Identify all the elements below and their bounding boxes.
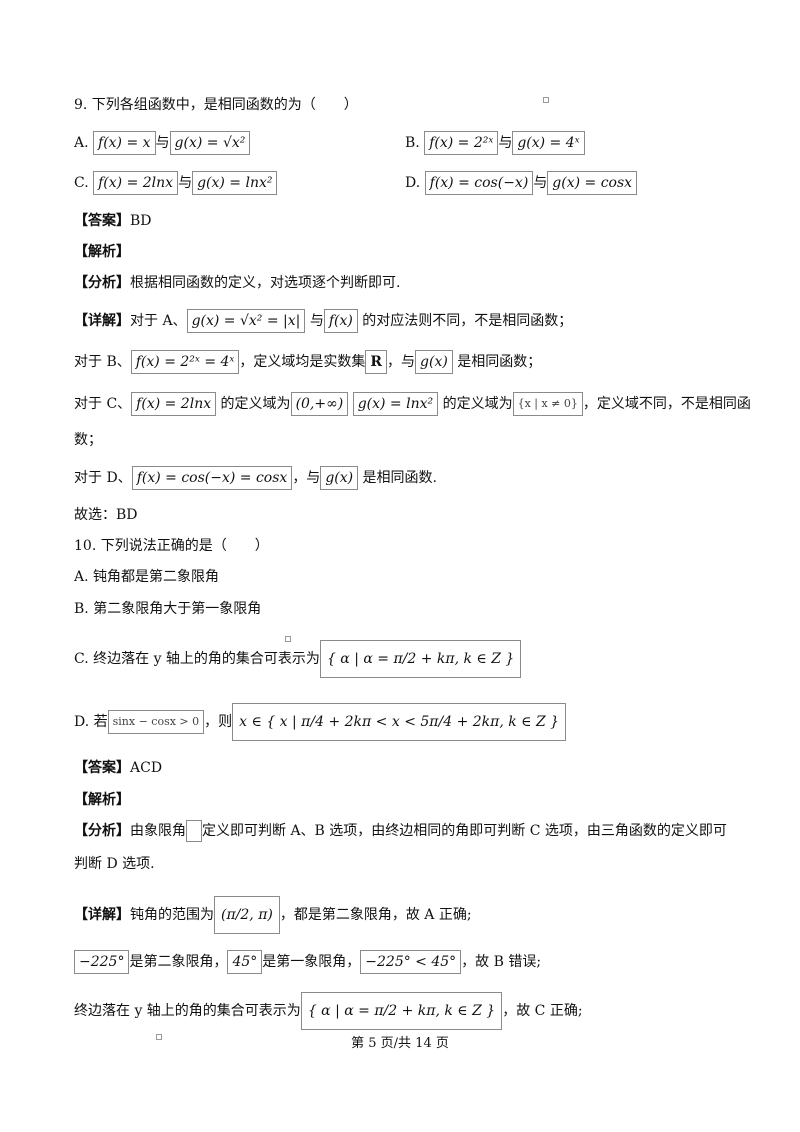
math-formula: f(x) = 2²ˣ: [424, 131, 499, 155]
math-formula: f(x) = cos(−x): [424, 171, 534, 195]
q10-answer: 【答案】ACD: [74, 760, 163, 776]
q10-fenxi: 【分析】由象限角定义即可判断 A、B 选项，由终边相同的角即可判断 C 选项，由…: [74, 820, 727, 842]
page-footer: 第 5 页/共 14 页: [351, 1036, 449, 1051]
math-formula: −225° < 45°: [360, 950, 462, 974]
q10-detail-2: −225°是第二象限角，45°是第一象限角，−225° < 45°，故 B 错误…: [74, 950, 541, 974]
math-formula: g(x) = 4ˣ: [512, 131, 585, 155]
q9-detail-c: 对于 C、f(x) = 2lnx 的定义域为(0,+∞) g(x) = lnx²…: [74, 392, 751, 416]
math-formula: −225°: [74, 950, 130, 974]
math-formula-placeholder: [186, 820, 202, 842]
q10-option-c: C. 终边落在 y 轴上的角的集合可表示为{ α | α = π/2 + kπ,…: [74, 640, 522, 678]
q9-analysis: 【解析】: [74, 244, 130, 260]
q10-fenxi-cont: 判断 D 选项.: [74, 856, 155, 872]
math-formula: g(x) = cosx: [547, 171, 638, 195]
q10-detail-3: 终边落在 y 轴上的角的集合可表示为{ α | α = π/2 + kπ, k …: [74, 992, 583, 1030]
artifact-mark: [285, 636, 291, 642]
math-formula: { α | α = π/2 + kπ, k ∈ Z }: [319, 640, 522, 678]
math-formula: g(x) = lnx²: [352, 392, 439, 416]
math-formula: f(x): [323, 309, 358, 333]
math-formula: g(x) = √x²: [169, 131, 251, 155]
math-formula: {x | x ≠ 0}: [512, 392, 583, 416]
artifact-mark: [156, 1034, 162, 1040]
q10-option-b: B. 第二象限角大于第一象限角: [74, 601, 262, 617]
artifact-mark: [543, 97, 549, 103]
q9-detail-c-cont: 数；: [74, 432, 102, 448]
math-formula: f(x) = 2lnx: [93, 171, 179, 195]
math-formula: g(x) = √x² = |x|: [186, 309, 306, 333]
q10-stem: 10. 下列说法正确的是（ ）: [74, 538, 269, 554]
math-formula: (0,+∞): [290, 392, 349, 416]
math-formula: f(x) = 2²ˣ = 4ˣ: [130, 350, 240, 374]
math-formula: x ∈ { x | π/4 + 2kπ < x < 5π/4 + 2kπ, k …: [232, 703, 567, 741]
math-formula: g(x): [415, 350, 453, 374]
q10-analysis: 【解析】: [74, 792, 130, 808]
math-formula: f(x) = 2lnx: [131, 392, 217, 416]
math-formula: (π/2, π): [214, 896, 280, 934]
math-formula: f(x) = cos(−x) = cosx: [131, 466, 293, 490]
math-formula: R: [365, 350, 388, 374]
q10-option-a: A. 钝角都是第二象限角: [74, 569, 220, 585]
math-formula: sinx − cosx > 0: [107, 710, 205, 734]
math-formula: g(x) = lnx²: [192, 171, 278, 195]
math-formula: g(x): [320, 466, 359, 490]
math-formula: { α | α = π/2 + kπ, k ∈ Z }: [300, 992, 503, 1030]
q9-fenxi: 【分析】根据相同函数的定义，对选项逐个判断即可.: [74, 275, 401, 291]
q9-stem: 9. 下列各组函数中，是相同函数的为（ ）: [74, 97, 358, 113]
q10-detail-1: 【详解】钝角的范围为(π/2, π)，都是第二象限角，故 A 正确;: [74, 896, 472, 934]
math-formula: f(x) = x: [93, 131, 156, 155]
q9-choose: 故选：BD: [74, 507, 138, 523]
math-formula: 45°: [227, 950, 263, 974]
q9-answer: 【答案】BD: [74, 213, 152, 229]
